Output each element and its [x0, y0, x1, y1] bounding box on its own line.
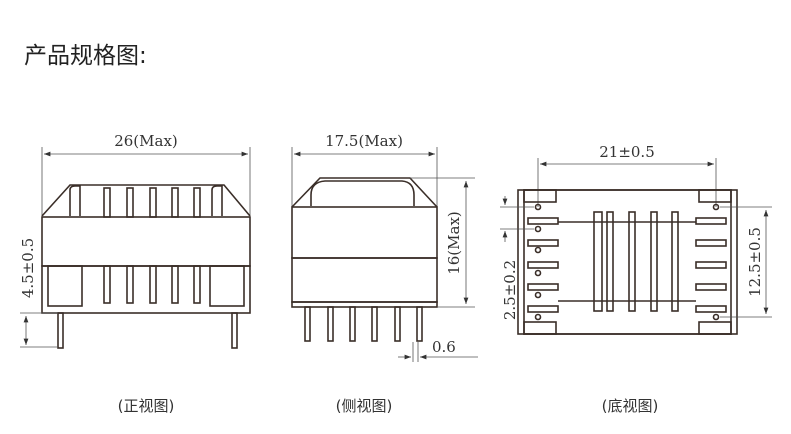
pad-slot — [523, 321, 557, 335]
front-view-caption: (正视图) — [118, 397, 175, 415]
bobbin-fin — [671, 211, 679, 312]
pad-slot — [527, 217, 559, 225]
bottom-row-dim: 12.5±0.5 — [746, 227, 764, 297]
pin-hole — [534, 269, 542, 277]
pad-slot — [695, 305, 727, 313]
bobbin-fin — [193, 187, 201, 218]
pin-hole — [534, 246, 542, 254]
pin-hole — [534, 225, 542, 233]
bobbin-fin — [149, 187, 157, 218]
pin — [327, 306, 334, 342]
bottom-view: 21±0.5 2.5±0.2 12.5±0.5 (底视图) — [500, 143, 772, 415]
bobbin-fin — [103, 265, 111, 304]
bobbin-fin — [628, 211, 636, 312]
side-height-dim: 16(Max) — [445, 211, 463, 275]
pad-slot — [695, 261, 727, 269]
side-width-dim: 17.5(Max) — [325, 132, 403, 150]
front-pin-length-dim: 4.5±0.5 — [19, 238, 37, 298]
pad-slot — [527, 261, 559, 269]
bobbin-fin — [606, 211, 614, 312]
side-pin-dim: 0.6 — [432, 338, 456, 356]
pin-hole — [534, 291, 542, 299]
pad-slot — [527, 239, 559, 247]
bobbin-fin — [149, 265, 157, 304]
pad-slot — [527, 305, 559, 313]
pad-slot — [695, 283, 727, 291]
pin — [349, 306, 356, 342]
bobbin-fin — [650, 211, 658, 312]
pin-hole — [534, 313, 542, 321]
bobbin-fin — [171, 187, 179, 218]
pad-slot — [695, 239, 727, 247]
side-view-caption: (侧视图) — [336, 397, 393, 415]
bottom-view-caption: (底视图) — [602, 397, 659, 415]
pin — [394, 306, 401, 342]
bottom-pitch-dim: 2.5±0.2 — [501, 260, 519, 320]
pin-hole — [712, 313, 720, 321]
bobbin-fin — [126, 265, 134, 304]
pad-slot — [523, 189, 557, 203]
front-view: 26(Max) 4.5±0.5 (正视图) — [19, 132, 251, 415]
pin-hole — [534, 203, 542, 211]
pin — [371, 306, 378, 342]
pin — [304, 306, 311, 342]
bobbin-fin — [103, 187, 111, 218]
bottom-width-dim: 21±0.5 — [599, 143, 655, 161]
front-width-dim: 26(Max) — [114, 132, 178, 150]
bobbin-fin — [593, 211, 603, 312]
page-title: 产品规格图: — [24, 43, 147, 69]
bobbin-fin — [193, 265, 201, 304]
pin — [416, 306, 423, 342]
bobbin-fin — [171, 265, 179, 304]
pad-slot — [698, 321, 732, 335]
side-view: 17.5(Max) 16(Max) 0.6 (侧视图) — [291, 132, 478, 415]
pad-slot — [527, 283, 559, 291]
bobbin-fin — [126, 187, 134, 218]
pad-slot — [695, 217, 727, 225]
pin-hole — [712, 203, 720, 211]
pad-slot — [698, 189, 732, 203]
